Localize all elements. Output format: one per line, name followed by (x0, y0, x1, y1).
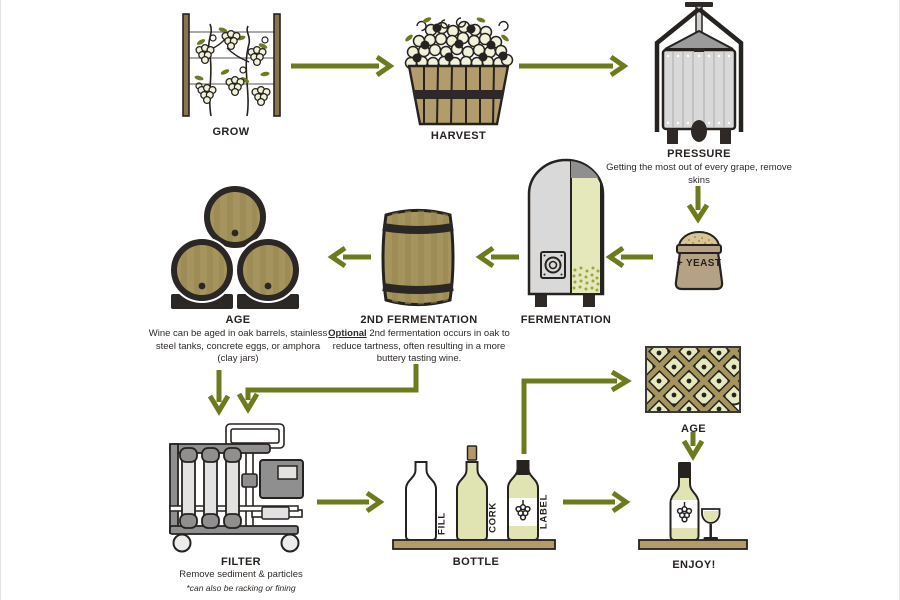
arrow-age-to-filter (207, 370, 231, 416)
arrow-grow-to-harvest (291, 54, 395, 78)
bottle-label-label: LABEL (538, 493, 550, 530)
harvest-label: HARVEST (430, 130, 487, 142)
bottle-fill-label: FILL (436, 512, 448, 535)
arrow-yeast-to-fermentation (605, 245, 653, 269)
arrow-harvest-to-pressure (519, 54, 629, 78)
age-barrels-label: AGE (225, 314, 251, 326)
arrow-bottle-to-agerack-elbow (521, 370, 632, 454)
bottle-cork-label: CORK (487, 502, 499, 533)
yeast-bag-icon (674, 231, 724, 291)
filter-label: FILTER (220, 556, 262, 568)
age-rack-label: AGE (680, 423, 707, 435)
age-barrels-icon (169, 182, 307, 309)
pressure-press-icon (654, 2, 744, 144)
bottle-label: BOTTLE (452, 556, 500, 568)
grow-trellis-icon (182, 13, 281, 117)
arrow-second-to-filter-elbow (236, 364, 419, 414)
arrow-pressure-to-yeast (686, 186, 710, 224)
age-rack-icon (645, 346, 741, 413)
arrow-bottle-to-enjoy (563, 490, 631, 514)
yeast-label: + YEAST (676, 258, 722, 269)
arrow-agerack-to-enjoy (681, 432, 705, 461)
arrow-second-to-age (327, 245, 371, 269)
pressure-description: Getting the most out of every grape, rem… (606, 162, 792, 186)
optional-word: Optional (328, 328, 367, 339)
fermentation-tank-icon (527, 158, 605, 307)
filter-footnote: *can also be racking or fining (186, 583, 296, 593)
harvest-basket-icon (404, 16, 514, 126)
filter-machine-icon (169, 423, 304, 553)
grow-label: GROW (212, 126, 250, 138)
bottle-station-icon (392, 445, 556, 550)
second-fermentation-label: 2ND FERMENTATION (360, 314, 478, 326)
second-fermentation-description: Optional 2nd fermentation occurs in oak … (328, 328, 510, 365)
arrow-filter-to-bottle (317, 490, 385, 514)
pressure-label: PRESSURE (667, 148, 731, 160)
fermentation-label: FERMENTATION (520, 314, 612, 326)
age-barrels-description: Wine can be aged in oak barrels, stainle… (148, 328, 328, 365)
arrow-fermentation-to-second (475, 245, 519, 269)
enjoy-label: ENJOY! (672, 559, 716, 571)
filter-description: Remove sediment & particles (179, 569, 303, 580)
enjoy-icon (638, 462, 748, 550)
second-fermentation-barrel-icon (381, 209, 455, 306)
